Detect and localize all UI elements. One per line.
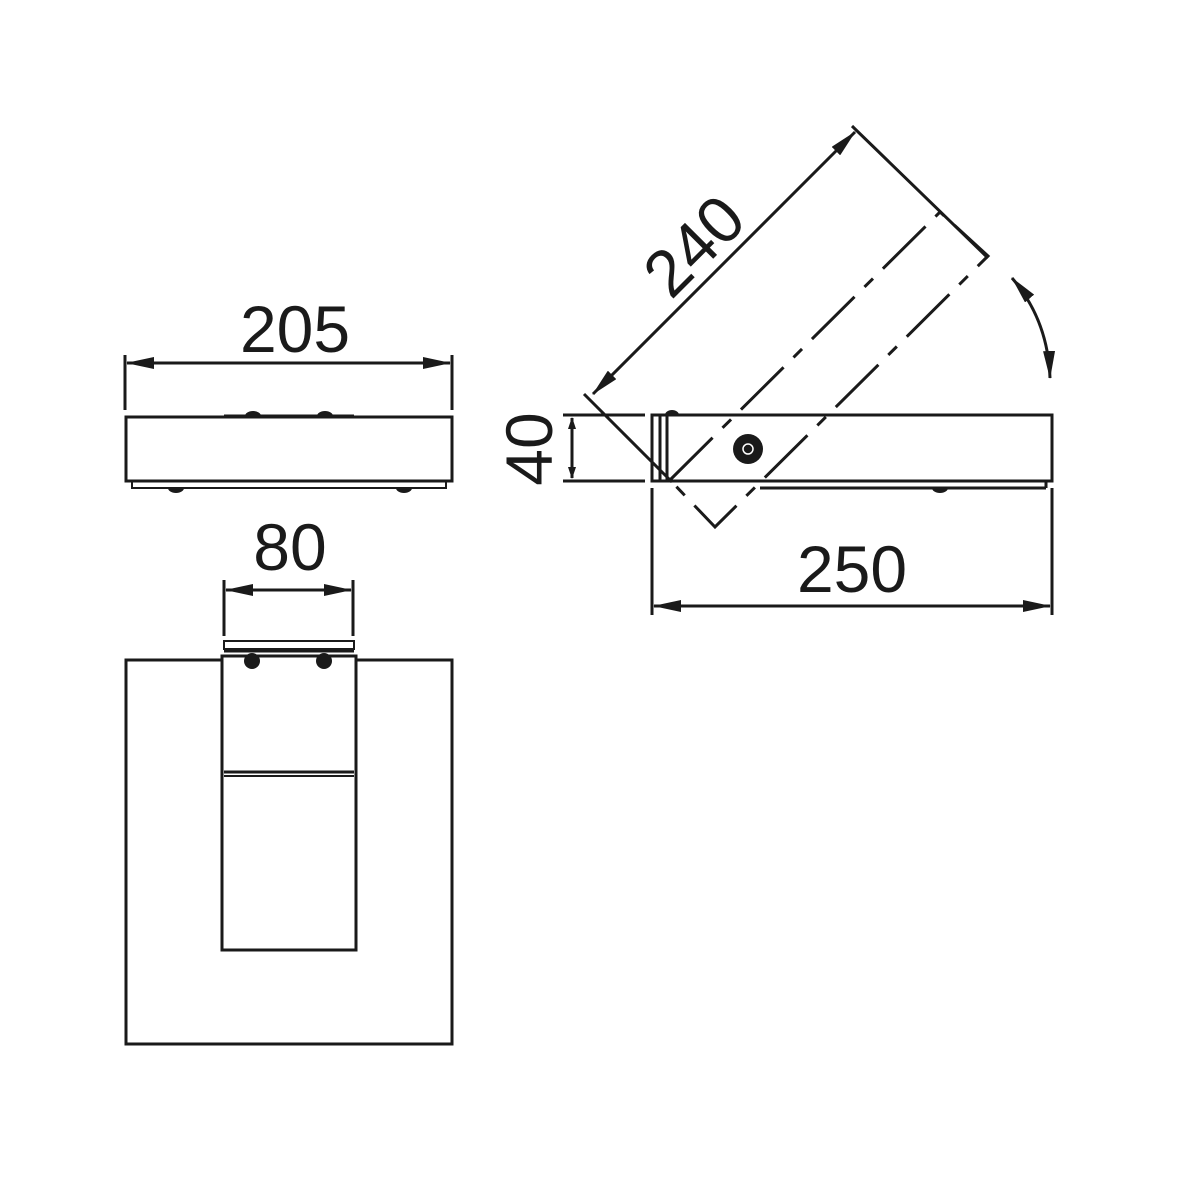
dimension-label-240: 240 bbox=[629, 181, 759, 311]
dimension-line-240 bbox=[591, 130, 857, 396]
top-view bbox=[123, 355, 454, 493]
diffuser-strip bbox=[131, 480, 447, 489]
bracket-top-lip bbox=[223, 640, 355, 650]
side-view bbox=[563, 124, 1056, 615]
dimension-label-40: 40 bbox=[492, 412, 566, 485]
front-view bbox=[124, 580, 454, 1046]
dimension-label-80: 80 bbox=[253, 510, 326, 584]
rotation-arrow-icon bbox=[1010, 277, 1056, 379]
pivot-screw-icon bbox=[733, 434, 763, 464]
dimension-label-205: 205 bbox=[240, 292, 350, 366]
screw-icon bbox=[316, 653, 332, 669]
luminaire-side bbox=[650, 413, 1054, 483]
dimension-label-250: 250 bbox=[797, 532, 907, 606]
luminaire-body bbox=[124, 415, 454, 483]
screw-icon bbox=[244, 653, 260, 669]
bracket bbox=[220, 654, 358, 952]
screw-heads-icon bbox=[245, 411, 333, 416]
